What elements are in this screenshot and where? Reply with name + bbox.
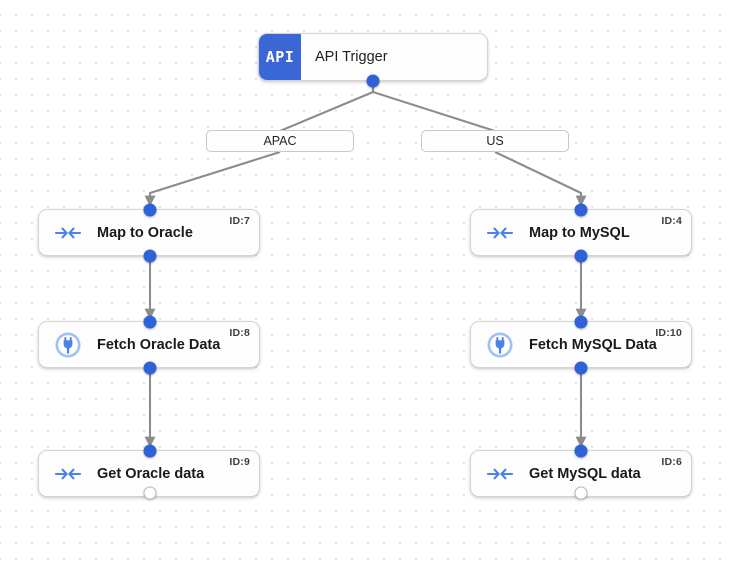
node-id-badge: ID:4 [661, 215, 682, 227]
node-id-badge: ID:10 [655, 327, 682, 339]
port-fetch-mysql-data-in[interactable] [574, 315, 588, 329]
port-get-oracle-data-out[interactable] [143, 486, 157, 500]
node-title: Get Oracle data [97, 465, 205, 482]
api-icon: API [259, 34, 301, 80]
node-title: Map to Oracle [97, 224, 193, 241]
branch-label-apac[interactable]: APAC [206, 130, 354, 152]
port-get-mysql-data-out[interactable] [574, 486, 588, 500]
port-map-to-mysql-out[interactable] [574, 249, 588, 263]
port-fetch-mysql-data-out[interactable] [574, 361, 588, 375]
port-api-trigger-out[interactable] [366, 74, 380, 88]
port-get-mysql-data-in[interactable] [574, 444, 588, 458]
port-fetch-oracle-data-out[interactable] [143, 361, 157, 375]
node-api-trigger[interactable]: API API Trigger [258, 33, 488, 81]
connector-plug-icon [53, 330, 83, 360]
port-fetch-oracle-data-in[interactable] [143, 315, 157, 329]
branch-label-us[interactable]: US [421, 130, 569, 152]
port-map-to-mysql-in[interactable] [574, 203, 588, 217]
node-id-badge: ID:7 [229, 215, 250, 227]
port-map-to-oracle-in[interactable] [143, 203, 157, 217]
map-arrows-icon [485, 459, 515, 489]
node-title: Get MySQL data [529, 465, 641, 482]
map-arrows-icon [53, 218, 83, 248]
node-id-badge: ID:6 [661, 456, 682, 468]
edge-trigger-to-apac [279, 81, 375, 132]
map-arrows-icon [53, 459, 83, 489]
connector-plug-icon [485, 330, 515, 360]
node-id-badge: ID:8 [229, 327, 250, 339]
edge-trigger-to-us [371, 81, 496, 133]
edge-us-to-map-mysql [494, 151, 587, 207]
node-map-to-mysql[interactable]: Map to MySQL ID:4 [470, 209, 692, 256]
port-get-oracle-data-in[interactable] [143, 444, 157, 458]
edge-apac-to-map-oracle [144, 150, 281, 207]
map-arrows-icon [485, 218, 515, 248]
port-map-to-oracle-out[interactable] [143, 249, 157, 263]
node-fetch-mysql-data[interactable]: Fetch MySQL Data ID:10 [470, 321, 692, 368]
node-id-badge: ID:9 [229, 456, 250, 468]
node-title: Map to MySQL [529, 224, 630, 241]
node-title: Fetch Oracle Data [97, 336, 221, 353]
node-title: Fetch MySQL Data [529, 336, 657, 353]
node-title: API Trigger [315, 49, 388, 65]
